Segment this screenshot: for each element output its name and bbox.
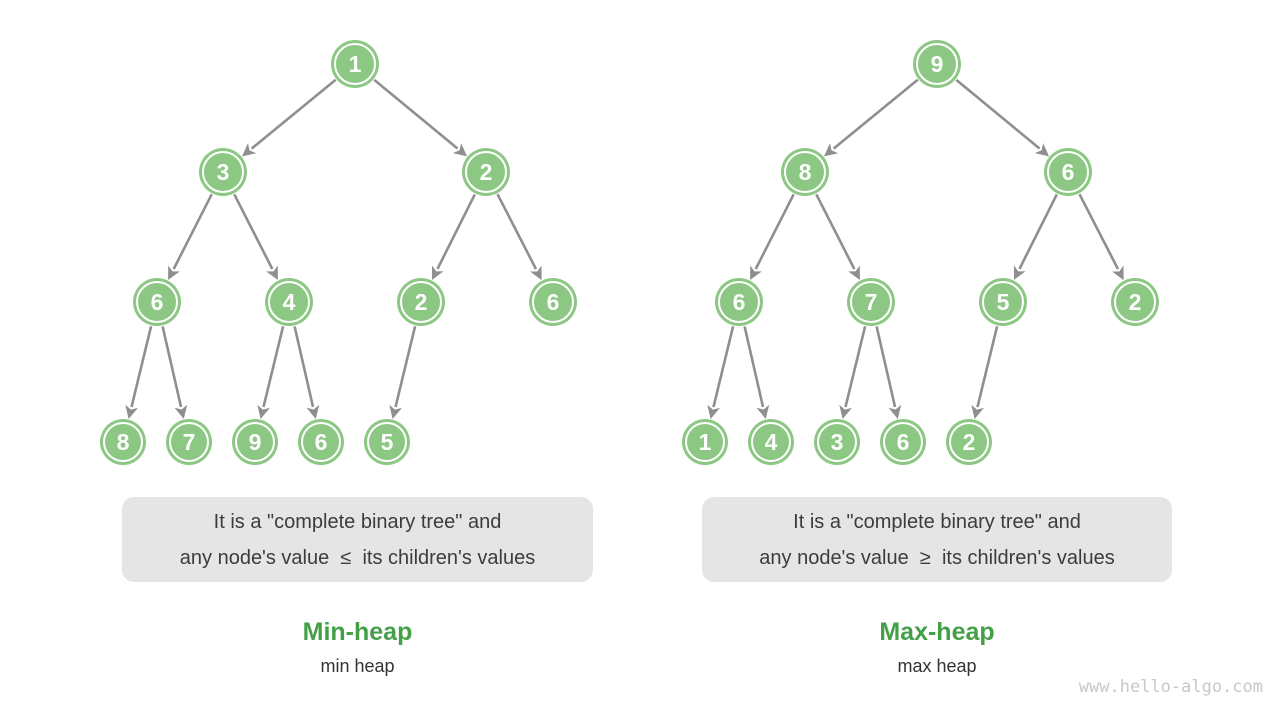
max-heap-node: 2 xyxy=(1111,278,1159,326)
min-heap-node: 2 xyxy=(462,148,510,196)
min-heap-node: 2 xyxy=(397,278,445,326)
max-heap-node: 6 xyxy=(715,278,763,326)
min-heap-edge xyxy=(168,193,213,281)
max-heap-edge xyxy=(971,325,999,420)
max-heap-caption-box: It is a "complete binary tree" and any n… xyxy=(702,497,1172,582)
max-heap-caption-line-2: any node's value ≥ its children's values xyxy=(759,546,1115,569)
min-heap-edge xyxy=(496,193,542,281)
max-heap-edge xyxy=(824,78,919,157)
max-heap-node: 4 xyxy=(748,419,794,465)
min-heap-node: 3 xyxy=(199,148,247,196)
min-heap-caption-box: It is a "complete binary tree" and any n… xyxy=(122,497,593,582)
max-heap-edge xyxy=(750,193,795,281)
min-heap-node: 6 xyxy=(133,278,181,326)
max-heap-node: 2 xyxy=(946,419,992,465)
min-heap-caption-line-1: It is a "complete binary tree" and xyxy=(213,510,502,533)
min-heap-node: 5 xyxy=(364,419,410,465)
min-heap-node: 9 xyxy=(232,419,278,465)
min-heap-edge xyxy=(431,193,476,280)
min-heap-node: 8 xyxy=(100,419,146,465)
max-heap-node: 1 xyxy=(682,419,728,465)
max-heap-edge xyxy=(1078,193,1124,281)
min-heap-edge xyxy=(233,193,278,281)
max-heap-subtitle: max heap xyxy=(897,656,977,676)
max-heap-edge xyxy=(875,326,902,419)
min-heap-node: 6 xyxy=(529,278,577,326)
max-heap-caption-line-1: It is a "complete binary tree" and xyxy=(793,510,1081,533)
max-heap-node: 8 xyxy=(781,148,829,196)
min-heap-title: Min-heap xyxy=(302,618,413,646)
max-heap-node: 9 xyxy=(913,40,961,88)
min-heap-node: 4 xyxy=(265,278,313,326)
max-heap-edge xyxy=(815,193,860,281)
min-heap-caption-line-2: any node's value ≤ its children's values xyxy=(179,546,536,569)
watermark: www.hello-algo.com xyxy=(1078,677,1263,697)
min-heap-edge xyxy=(373,78,468,157)
max-heap-node: 3 xyxy=(814,419,860,465)
max-heap-node: 7 xyxy=(847,278,895,326)
max-heap-node: 6 xyxy=(880,419,926,465)
max-heap-edge xyxy=(839,325,867,420)
min-heap-node: 6 xyxy=(298,419,344,465)
max-heap-node: 5 xyxy=(979,278,1027,326)
min-heap-edge xyxy=(161,326,188,419)
min-heap-edge xyxy=(242,78,337,157)
min-heap-subtitle: min heap xyxy=(320,656,395,676)
min-heap-edge xyxy=(125,325,153,420)
max-heap-node: 6 xyxy=(1044,148,1092,196)
min-heap-edge xyxy=(257,325,285,420)
max-heap-edge xyxy=(743,326,770,419)
min-heap-edge xyxy=(389,325,417,420)
min-heap-edge xyxy=(293,326,320,419)
max-heap-edge xyxy=(955,78,1050,157)
max-heap-edge xyxy=(707,325,735,420)
min-heap-node: 1 xyxy=(331,40,379,88)
max-heap-edge xyxy=(1013,193,1058,280)
max-heap-title: Max-heap xyxy=(879,618,995,646)
min-heap-node: 7 xyxy=(166,419,212,465)
